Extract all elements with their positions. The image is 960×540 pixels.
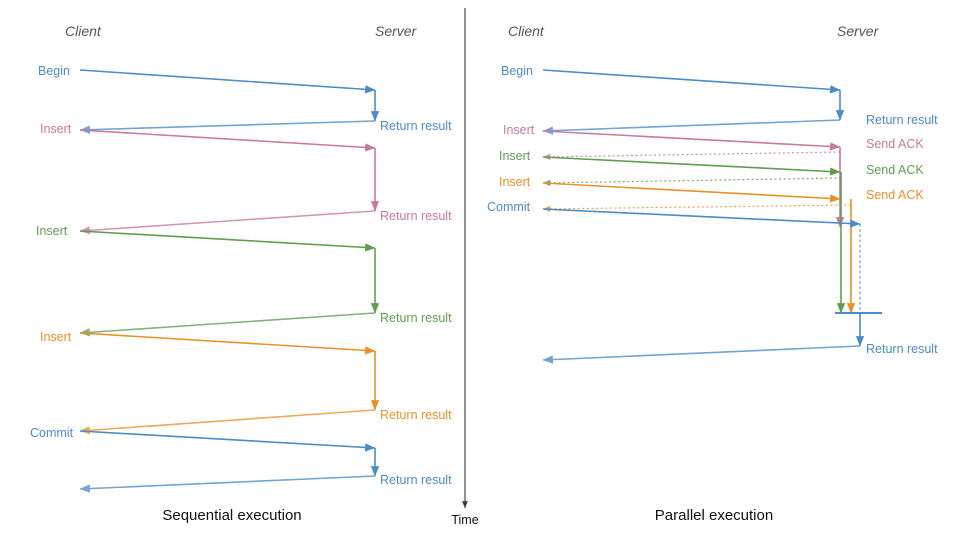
reply-label-sequential-3: Return result bbox=[380, 408, 452, 422]
request-arrow bbox=[542, 182, 841, 203]
op-label-parallel-2: Insert bbox=[499, 149, 531, 163]
message-parallel-2 bbox=[542, 156, 846, 314]
op-label-parallel-3: Insert bbox=[499, 175, 531, 189]
ack-arrow bbox=[542, 151, 841, 160]
message-sequential-3 bbox=[79, 332, 380, 435]
ack-arrow bbox=[542, 204, 852, 213]
message-parallel-3 bbox=[542, 182, 856, 314]
request-arrow bbox=[542, 156, 841, 176]
reply-label-sequential-1: Return result bbox=[380, 209, 452, 223]
message-sequential-2 bbox=[79, 230, 380, 337]
request-arrow bbox=[79, 230, 376, 252]
ack-arrow bbox=[542, 177, 842, 186]
request-arrow bbox=[79, 129, 376, 152]
request-arrow bbox=[79, 332, 376, 355]
request-arrow bbox=[79, 430, 376, 452]
reply-label-sequential-0: Return result bbox=[380, 119, 452, 133]
op-label-sequential-4: Commit bbox=[30, 426, 74, 440]
reply-arrow bbox=[79, 409, 376, 435]
panel-parallel bbox=[542, 69, 882, 364]
panel-caption-parallel: Parallel execution bbox=[655, 507, 773, 524]
message-parallel-1 bbox=[542, 130, 845, 228]
actor-label-server-sequential: Server bbox=[375, 23, 418, 39]
message-parallel-0 bbox=[542, 69, 845, 135]
request-arrow bbox=[542, 130, 841, 151]
panels-group bbox=[79, 69, 882, 493]
reply-arrow bbox=[79, 120, 376, 134]
time-axis-label: Time bbox=[451, 513, 478, 527]
op-label-parallel-0: Begin bbox=[501, 64, 533, 78]
reply-arrow bbox=[79, 475, 376, 493]
op-label-parallel-4: Commit bbox=[487, 200, 531, 214]
reply-arrow bbox=[79, 210, 376, 235]
reply-label-parallel-0: Return result bbox=[866, 113, 938, 127]
request-arrow bbox=[542, 69, 841, 94]
ack-label-parallel-1: Send ACK bbox=[866, 137, 924, 151]
message-sequential-1 bbox=[79, 129, 380, 235]
reply-label-parallel-4: Return result bbox=[866, 342, 938, 356]
message-sequential-0 bbox=[79, 69, 380, 134]
reply-label-sequential-4: Return result bbox=[380, 473, 452, 487]
request-arrow bbox=[79, 69, 376, 94]
panel-caption-sequential: Sequential execution bbox=[162, 507, 301, 524]
reply-arrow bbox=[79, 312, 376, 337]
ack-label-parallel-3: Send ACK bbox=[866, 188, 924, 202]
ack-label-parallel-2: Send ACK bbox=[866, 163, 924, 177]
reply-arrow bbox=[542, 345, 861, 364]
reply-label-sequential-2: Return result bbox=[380, 311, 452, 325]
actor-label-client-sequential: Client bbox=[65, 23, 102, 39]
reply-arrow bbox=[542, 119, 841, 135]
actor-label-client-parallel: Client bbox=[508, 23, 545, 39]
message-parallel-4 bbox=[542, 208, 882, 364]
actor-label-server-parallel: Server bbox=[837, 23, 880, 39]
op-label-sequential-3: Insert bbox=[40, 330, 72, 344]
op-label-sequential-2: Insert bbox=[36, 224, 68, 238]
op-label-parallel-1: Insert bbox=[503, 123, 535, 137]
op-label-sequential-0: Begin bbox=[38, 64, 70, 78]
op-label-sequential-1: Insert bbox=[40, 122, 72, 136]
request-arrow bbox=[542, 208, 861, 228]
message-sequential-4 bbox=[79, 430, 380, 493]
panel-sequential bbox=[79, 69, 380, 493]
